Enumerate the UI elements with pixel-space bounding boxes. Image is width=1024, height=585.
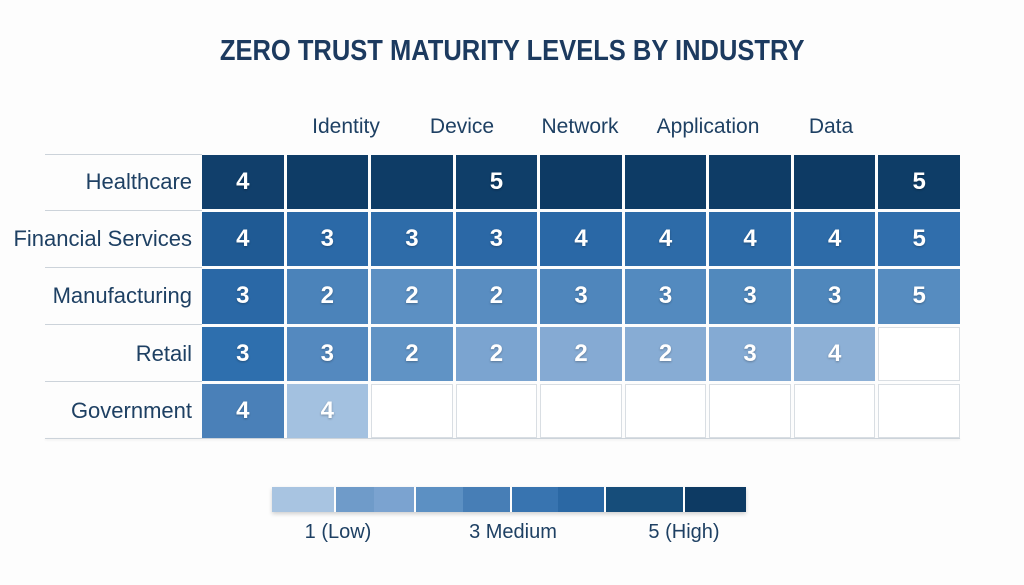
heatmap-cell-r2-c1: 2 <box>286 269 369 324</box>
heatmap-cell-r2-c8: 5 <box>878 269 960 324</box>
row-separator-line <box>45 210 202 211</box>
heatmap-cell-r2-c6: 3 <box>709 269 791 324</box>
heatmap-cell-r3-c4: 2 <box>540 326 622 381</box>
legend-swatch-1 <box>336 487 374 512</box>
legend-swatch-2 <box>374 487 414 512</box>
heatmap-cell-r0-c2 <box>371 155 453 210</box>
grid-bottom-line <box>45 438 960 439</box>
heatmap-cell-r1-c3: 3 <box>455 212 538 267</box>
legend-swatch-6 <box>558 487 604 512</box>
heatmap-cell-r4-c4 <box>540 383 622 438</box>
heatmap-cell-r3-c5: 2 <box>624 326 707 381</box>
row-labels: Healthcare Financial Services Manufactur… <box>0 155 192 438</box>
legend-swatch-5 <box>512 487 558 512</box>
heatmap-cell-r4-c5 <box>624 383 707 438</box>
heatmap-cell-r0-c8: 5 <box>878 155 960 210</box>
heatmap-cell-r2-c2: 2 <box>371 269 453 324</box>
column-header-device: Device <box>429 115 495 138</box>
legend-swatch-0 <box>272 487 334 512</box>
legend-label-low: 1 (Low) <box>304 521 372 543</box>
heatmap-cell-r1-c1: 3 <box>286 212 369 267</box>
legend-swatch-8 <box>685 487 746 512</box>
row-label-healthcare: Healthcare <box>85 169 192 195</box>
row-separator-line <box>45 324 202 325</box>
heatmap-cell-r4-c8 <box>878 383 960 438</box>
heatmap-cell-r3-c8 <box>878 326 960 381</box>
heatmap-cell-r1-c7: 4 <box>793 212 876 267</box>
heatmap-cell-r4-c2 <box>371 383 453 438</box>
column-header-identity: Identity <box>312 115 380 138</box>
heatmap-cell-r1-c0: 4 <box>202 212 284 267</box>
heatmap-cell-r3-c6: 3 <box>709 326 791 381</box>
heatmap-cell-r4-c6 <box>709 383 791 438</box>
row-label-government: Government <box>70 397 192 423</box>
heatmap-cell-r2-c3: 2 <box>455 269 538 324</box>
heatmap-cell-r0-c0: 4 <box>202 155 284 210</box>
heatmap-cell-r0-c4 <box>540 155 622 210</box>
chart-title: ZERO TRUST MATURITY LEVELS BY INDUSTRY <box>0 35 1024 68</box>
heatmap-cell-r4-c1: 4 <box>286 383 369 438</box>
row-label-retail: Retail <box>135 340 192 366</box>
heatmap-cell-r3-c3: 2 <box>455 326 538 381</box>
heatmap-cell-r2-c7: 3 <box>793 269 876 324</box>
legend-color-bar <box>272 487 746 512</box>
heatmap-cell-r3-c0: 3 <box>202 326 284 381</box>
legend-swatch-7 <box>606 487 683 512</box>
row-separator-line <box>45 267 202 268</box>
heatmap-cell-r1-c4: 4 <box>540 212 622 267</box>
heatmap-cell-r1-c2: 3 <box>371 212 453 267</box>
heatmap-cell-r0-c1 <box>286 155 369 210</box>
heatmap-cell-r1-c8: 5 <box>878 212 960 267</box>
column-header-network: Network <box>541 115 619 138</box>
legend-label-high: 5 (High) <box>648 521 720 543</box>
heatmap-cell-r3-c7: 4 <box>793 326 876 381</box>
legend-label-medium: 3 Medium <box>469 521 557 543</box>
row-label-manufacturing: Manufacturing <box>52 283 192 309</box>
heatmap-cell-r0-c3: 5 <box>455 155 538 210</box>
legend-swatch-4 <box>463 487 510 512</box>
heatmap-cell-r1-c6: 4 <box>709 212 791 267</box>
row-separator-line <box>45 154 202 155</box>
heatmap-cell-r0-c6 <box>709 155 791 210</box>
heatmap-cell-r3-c2: 2 <box>371 326 453 381</box>
heatmap-cell-r0-c5 <box>624 155 707 210</box>
heatmap-cell-r4-c7 <box>793 383 876 438</box>
legend-swatch-3 <box>416 487 463 512</box>
column-header-application: Application <box>656 115 760 138</box>
heatmap-cell-r2-c4: 3 <box>540 269 622 324</box>
heatmap-cell-r2-c0: 3 <box>202 269 284 324</box>
row-label-financial-services: Financial Services <box>13 226 192 252</box>
column-header-data: Data <box>808 115 854 138</box>
chart-title-text: ZERO TRUST MATURITY LEVELS BY INDUSTRY <box>219 35 805 67</box>
heatmap-cell-r1-c5: 4 <box>624 212 707 267</box>
heatmap-cell-r0-c7 <box>793 155 876 210</box>
heatmap-cell-r4-c0: 4 <box>202 383 284 438</box>
heatmap-cell-r2-c5: 3 <box>624 269 707 324</box>
row-separator-line <box>45 381 202 382</box>
heatmap-cell-r4-c3 <box>455 383 538 438</box>
heatmap-cell-r3-c1: 3 <box>286 326 369 381</box>
